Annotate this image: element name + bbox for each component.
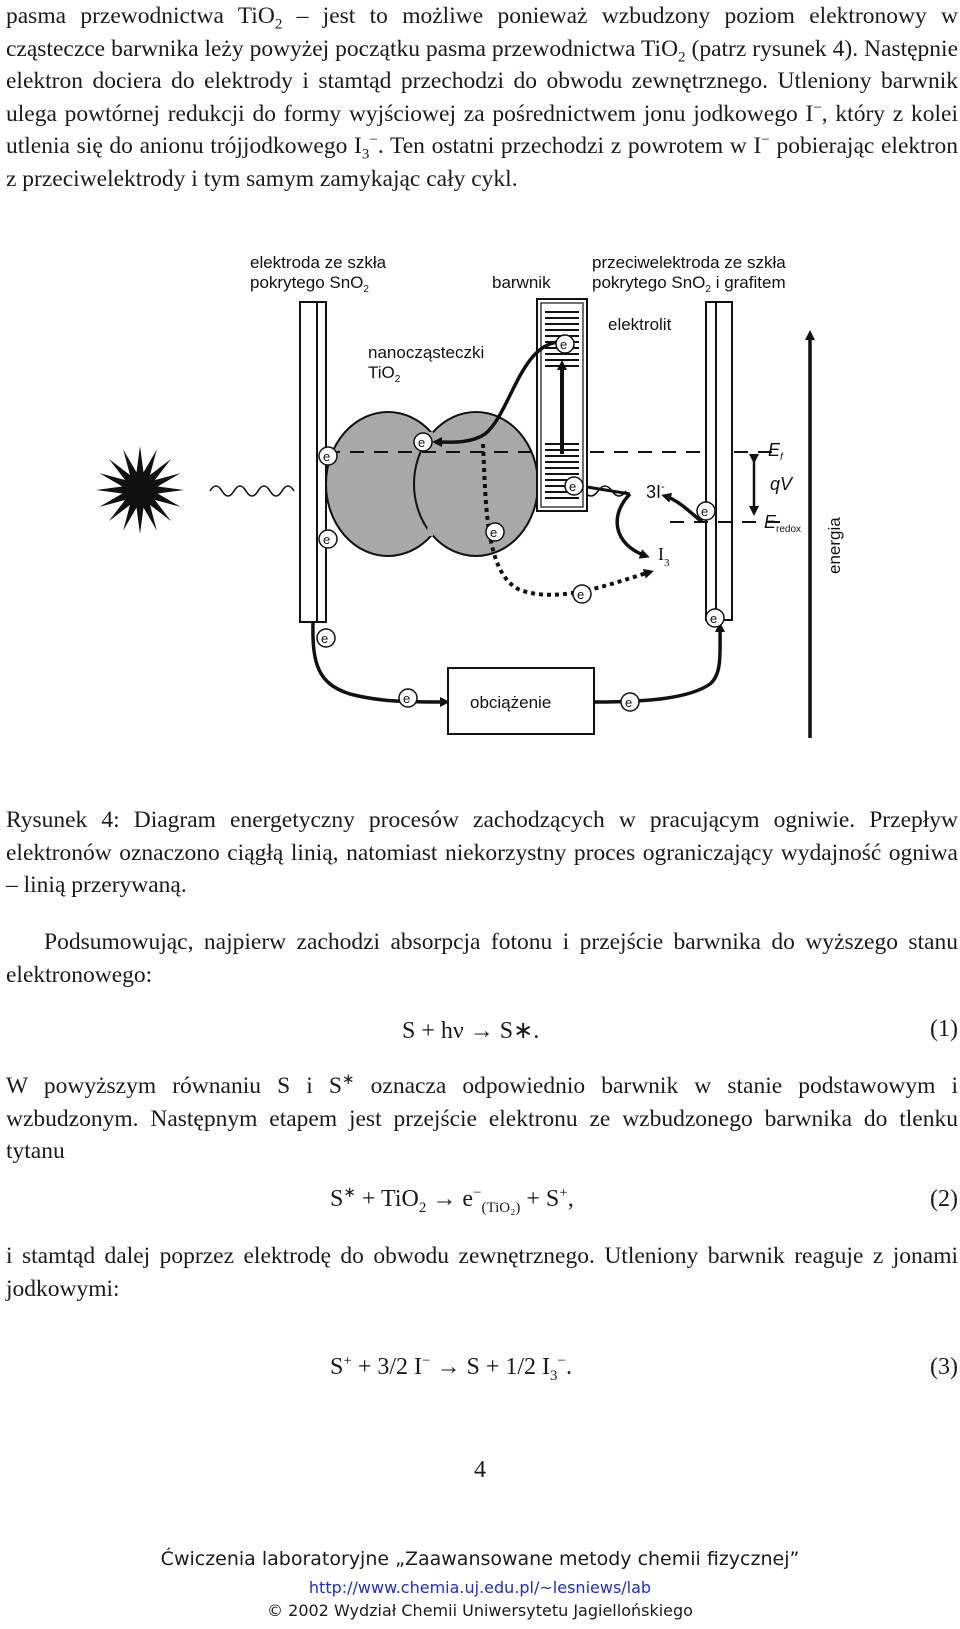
superscript: − — [813, 99, 822, 116]
label-dye: barwnik — [492, 273, 551, 292]
figure-caption: Rysunek 4: Diagram energetyczny procesów… — [6, 807, 958, 899]
electron-label: e — [323, 449, 330, 464]
equation-1-number: (1) — [930, 1016, 958, 1042]
superscript: + — [559, 1185, 568, 1201]
tio2-nanoparticles — [325, 411, 539, 557]
electron-label: e — [418, 435, 425, 450]
equation-1-body: S + hν → S∗. — [402, 1018, 540, 1044]
label-counter-line1: przeciwelektroda ze szkła — [592, 254, 786, 272]
footer-course-title: Ćwiczenia laboratoryjne „Zaawansowane me… — [160, 1548, 800, 1570]
text-run: pasma przewodnictwa TiO — [6, 3, 275, 29]
subscript: 2 — [678, 49, 686, 66]
electron-label: e — [625, 695, 632, 710]
electron-label: e — [321, 631, 328, 646]
electron-label: e — [710, 611, 717, 626]
equation-3-body: S+ + 3/2 I− → S + 1/2 I3−. — [330, 1353, 573, 1384]
label-nanoparticles-line2: TiO2 — [368, 363, 401, 385]
footer-url-link[interactable]: http://www.chemia.uj.edu.pl/~lesniews/la… — [308, 1578, 652, 1597]
equation-2: S∗ + TiO2 → e−(TiO₂) + S+, (2) — [0, 1186, 958, 1226]
equation-3-number: (3) — [930, 1354, 958, 1380]
superscript: − — [557, 1353, 567, 1369]
subscript: 3 — [361, 147, 370, 164]
label-electrode-line1: elektroda ze szkła — [250, 254, 387, 272]
subscript: 2 — [274, 16, 283, 33]
eq-term: + S — [520, 1186, 560, 1212]
paragraph-intro: pasma przewodnictwa TiO2 – jest to możli… — [6, 0, 958, 196]
injection-arrow — [432, 340, 559, 448]
electron-markers — [316, 334, 725, 712]
electron-label: e — [560, 337, 567, 352]
sun-icon — [96, 446, 184, 534]
eq-term: S — [330, 1354, 344, 1380]
superscript: − — [473, 1185, 482, 1201]
subscript: 2 — [418, 1199, 427, 1216]
eq-term: + TiO — [355, 1186, 419, 1212]
label-3i: 3I- — [646, 481, 665, 502]
label-electrode-line2: pokrytego SnO2 — [250, 273, 369, 295]
page-number: 4 — [474, 1457, 486, 1483]
label-load: obciążenie — [470, 693, 551, 712]
electron-label: e — [569, 479, 576, 494]
label-i3: I3 — [658, 544, 670, 569]
text-run: oznacza odpowiednio barwnik w stanie pod… — [6, 1073, 958, 1165]
label-qv: qV — [770, 474, 794, 494]
dye-to-3i-link — [586, 485, 631, 496]
eq-term: . — [566, 1354, 573, 1380]
eq-term: + 3/2 I — [351, 1354, 423, 1380]
eq-term: S — [330, 1186, 344, 1212]
triiodide-reduction-arrow — [661, 492, 704, 524]
text-run: (patrz rysunek 4). Następnie elektron do… — [6, 35, 959, 127]
electron-label: e — [701, 504, 708, 519]
subscript: (TiO₂) — [481, 1199, 521, 1216]
superscript: − — [761, 132, 770, 149]
counter-electrode — [705, 301, 733, 621]
superscript: − — [422, 1353, 431, 1369]
superscript: − — [369, 132, 378, 149]
eq-term: → S + 1/2 I — [430, 1354, 551, 1380]
label-eredox: Eredox — [764, 512, 801, 535]
superscript: ∗ — [343, 1185, 356, 1201]
superscript: + — [343, 1353, 352, 1369]
label-fermi: Ef — [768, 440, 784, 463]
equation-2-body: S∗ + TiO2 → e−(TiO₂) + S+, — [330, 1185, 574, 1216]
electron-label: e — [323, 532, 330, 547]
label-electrolyte: elektrolit — [608, 315, 672, 334]
eq-term: , — [567, 1186, 574, 1212]
paragraph-reaction: i stamtąd dalej poprzez elektrodę do obw… — [6, 1243, 958, 1302]
load-box — [447, 667, 595, 735]
iodide-oxidation-arrow — [615, 492, 650, 559]
label-counter-line2: pokrytego SnO2 i grafitem — [592, 273, 786, 295]
text-run: pobierając elektron z przeciwelektrody i… — [6, 133, 958, 192]
text-run: . Ten ostatni przechodzi z powrotem w I — [377, 133, 762, 160]
equation-2-number: (2) — [930, 1186, 958, 1212]
label-energy: energia — [825, 517, 844, 574]
superscript: ∗ — [341, 1072, 355, 1089]
label-nanoparticles-line1: nanocząsteczki — [368, 343, 484, 362]
eq-term: → e — [426, 1186, 474, 1212]
external-circuit-right — [594, 622, 726, 704]
equation-3: S+ + 3/2 I− → S + 1/2 I3−. (3) — [0, 1354, 958, 1394]
electron-label: e — [577, 587, 584, 602]
figure-energy-diagram: e e e e e e e e e e e e elektroda ze szk… — [90, 254, 890, 772]
text-run: W powyższym równaniu S i S — [6, 1073, 342, 1099]
electron-label: e — [403, 691, 410, 706]
text-run: – jest to możliwe ponieważ wzbudzony poz… — [6, 3, 958, 62]
electron-label: e — [490, 525, 497, 540]
paragraph-excitation: W powyższym równaniu S i S∗ oznacza odpo… — [6, 1070, 958, 1168]
equation-1: S + hν → S∗. (1) — [0, 1016, 958, 1056]
energy-diagram-svg: e e e e e e e e e e e e elektroda ze szk… — [96, 254, 844, 738]
subscript: 3 — [550, 1367, 558, 1384]
footer-copyright: © 2002 Wydział Chemii Uniwersytetu Jagie… — [267, 1601, 693, 1620]
paragraph-summary: Podsumowując, najpierw zachodzi absorpcj… — [6, 929, 958, 988]
text-run: , który z kolei utlenia się do anionu tr… — [6, 100, 958, 160]
